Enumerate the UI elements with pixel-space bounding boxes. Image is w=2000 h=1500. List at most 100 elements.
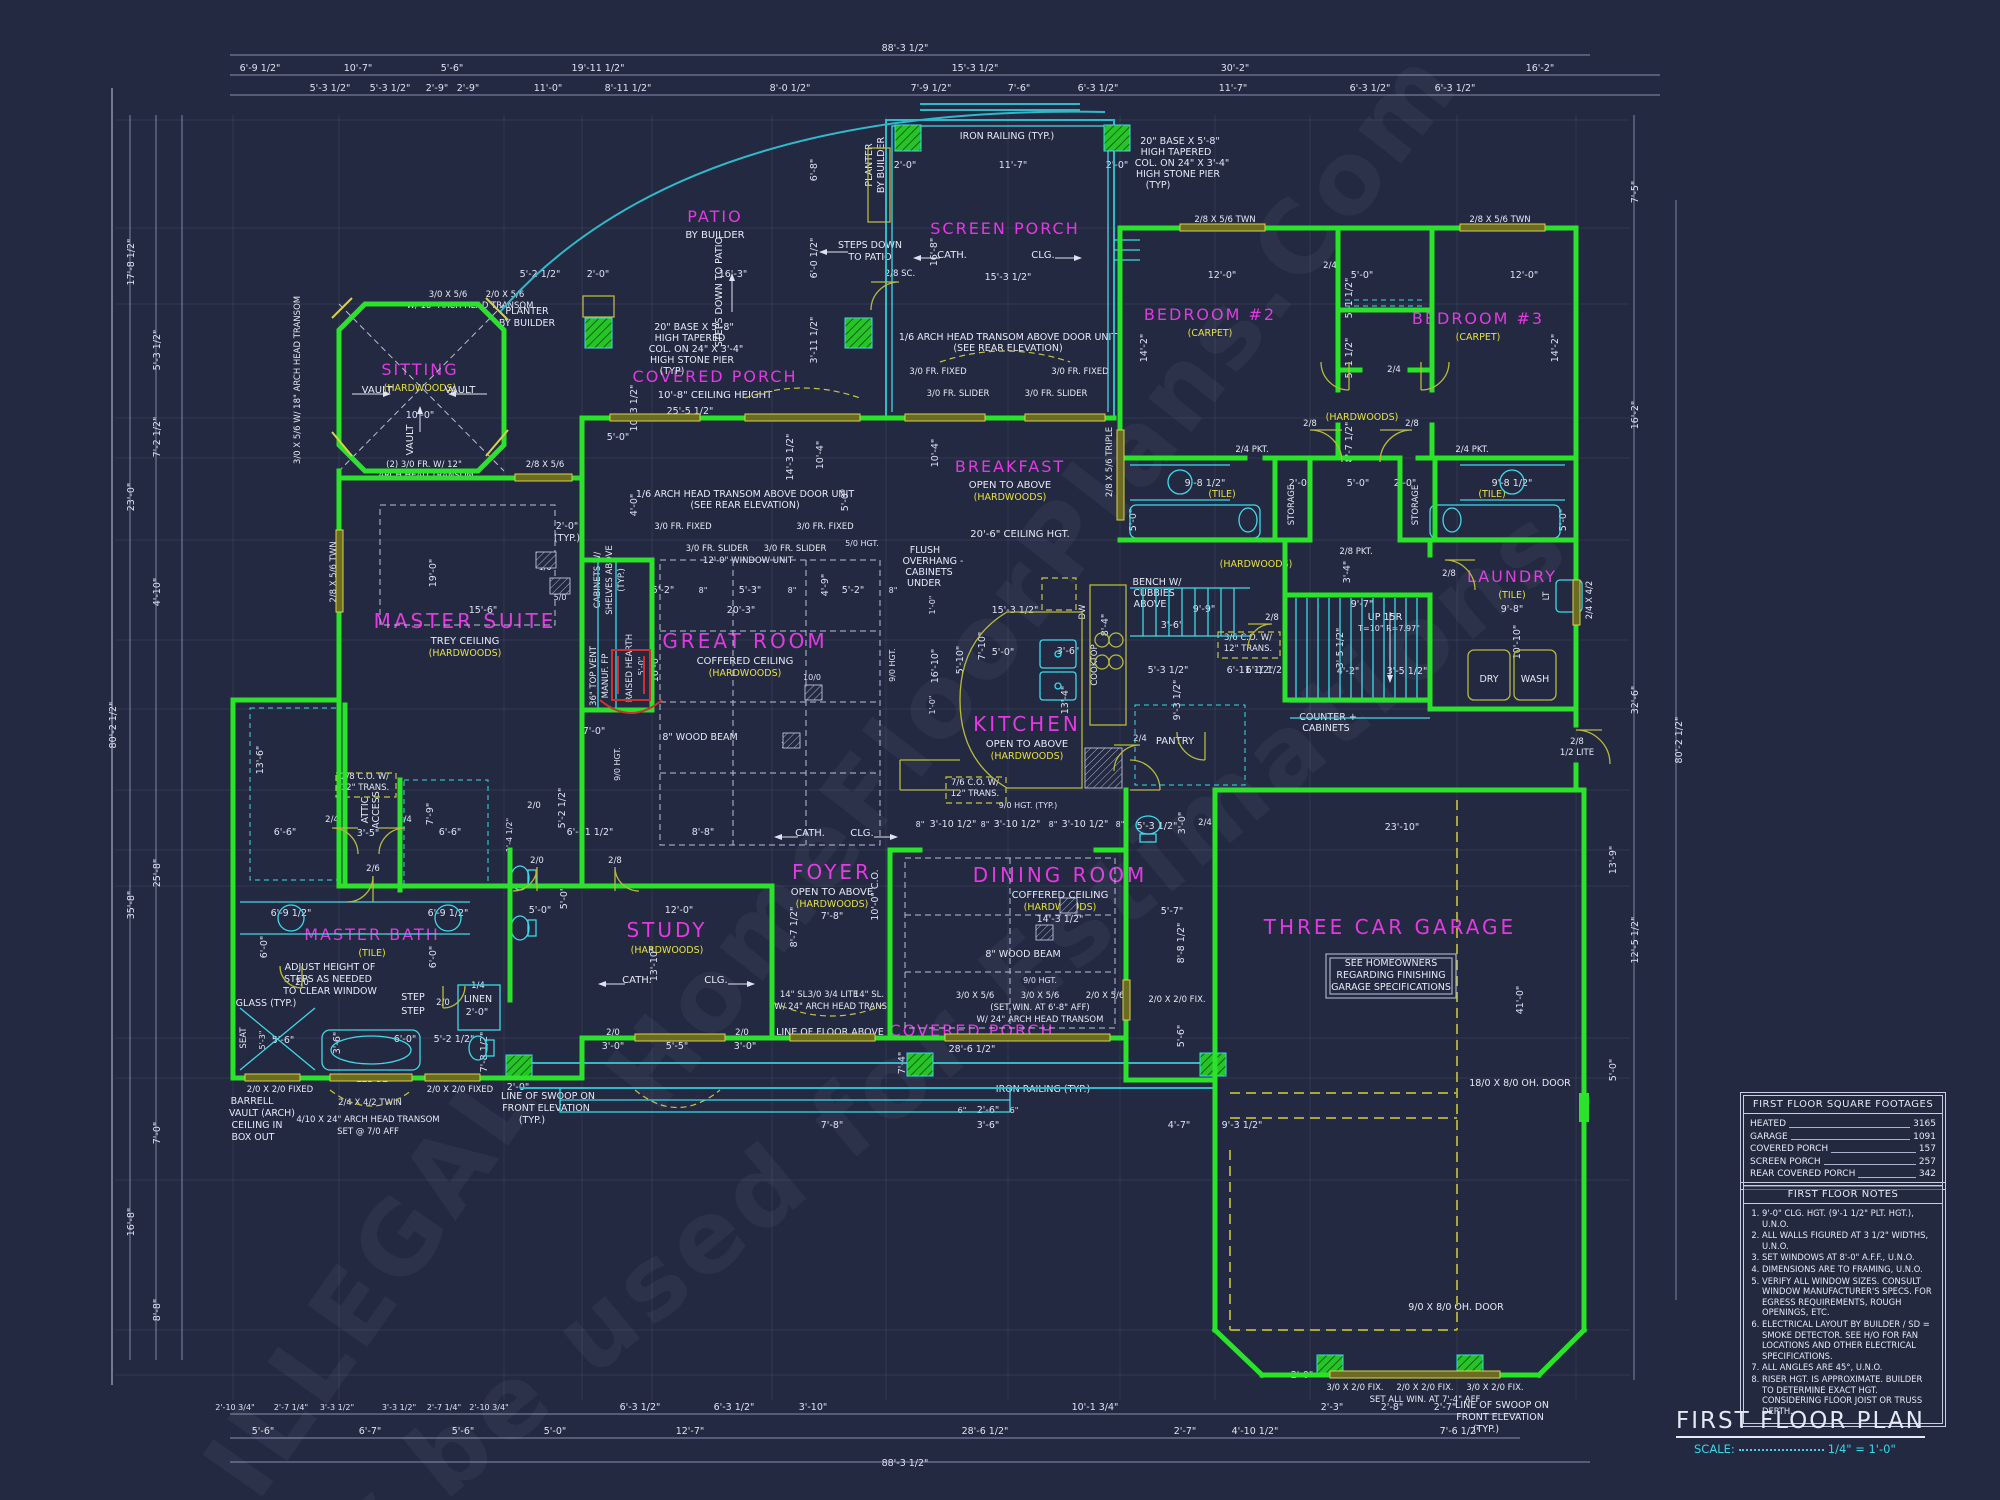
dimension-label: 8'-11 1/2" (605, 83, 652, 94)
dimension-label: 7'-6 1/2" (1440, 1426, 1481, 1437)
dimension-label: 2'-0" (466, 1007, 489, 1018)
dimension-label: 5'-1 1/2" (1344, 338, 1355, 379)
window-door-label: 12" TRANS. (951, 789, 999, 799)
dimension-label: 2'-7 1/4" (274, 1403, 308, 1412)
room-label: MASTER SUITE (374, 609, 557, 633)
annotation: 20" BASE X 5'-8" (654, 322, 734, 333)
room-label: STUDY (626, 918, 707, 942)
finish-label: (TILE) (1478, 489, 1505, 500)
dimension-label: 2'-0" (894, 160, 917, 171)
window-door-label: 3/0 FR. FIXED (909, 367, 967, 377)
annotation: LINE OF FLOOR ABOVE (776, 1027, 884, 1038)
dimension-label: 6'-7" (359, 1426, 382, 1437)
garage-oh-door (1579, 1093, 1589, 1122)
room-label: PATIO (687, 207, 742, 226)
dimension-label: 6'-3 1/2" (1435, 83, 1476, 94)
annotation: UNDER (907, 578, 941, 589)
dimension-label: 8" (889, 586, 898, 595)
window-door-label: 2/8 SC. (885, 269, 915, 279)
annotation: TO PATIO (847, 252, 891, 263)
dimension-label: 6" (958, 1106, 967, 1115)
room-label: FOYER (792, 860, 872, 884)
dimension-label: 12'-7" (676, 1426, 705, 1437)
annotation: CABINETS (1302, 723, 1349, 734)
window-door-label: 2/8 X 5/6 TWN (329, 541, 339, 602)
page-title: FIRST FLOOR PLAN (1676, 1408, 1925, 1438)
window-door-label: 2/8 X 5/6 TWN (1194, 215, 1255, 225)
finish-label: (TILE) (1498, 590, 1525, 601)
window-door-label: 1/4 (471, 981, 485, 991)
dimension-label: 5'-2 1/2" (520, 269, 561, 280)
dimension-label: 6'-9 1/2" (271, 908, 312, 919)
dimension-label: 10'-1 3/4" (1072, 1402, 1119, 1413)
annotation: PLANTER (505, 306, 549, 317)
annotation: (SEE REAR ELEVATION) (690, 500, 799, 511)
room-label: SCREEN PORCH (930, 219, 1079, 238)
annotation: HIGH TAPERED (1141, 147, 1212, 158)
room-sublabel: CATH. (937, 250, 967, 261)
dimension-label: 4'-7" (1168, 1120, 1191, 1131)
window-door-label: 36" TOP VENT (589, 645, 599, 706)
dimension-label: (TYP.) (554, 533, 580, 544)
window-door-label: 2/0 (530, 856, 544, 866)
dimension-label: 2'-9" (457, 83, 480, 94)
room-sublabel: OPEN TO ABOVE (791, 887, 873, 898)
dimension-label: 8'-8" (692, 827, 715, 838)
dimension-label: 7'-0" (152, 1122, 163, 1145)
annotation: 9/0 X 8/0 OH. DOOR (1408, 1302, 1504, 1313)
dimension-label: 28'-6 1/2" (962, 1426, 1009, 1437)
scale-label: SCALE: (1694, 1442, 1735, 1456)
window-door-label: SHELVES ABOVE (605, 545, 615, 614)
dimension-label: 12'-0" (665, 905, 694, 916)
annotation: STEP (401, 992, 425, 1003)
dimension-label: 9'-3 1/2" (1172, 680, 1183, 721)
dimension-label: 14'-2" (1550, 334, 1561, 363)
dimension-label: 4'-0" (629, 494, 640, 517)
dimension-label: 30'-2" (1221, 63, 1250, 74)
dimension-label: 5'-6" (272, 1035, 295, 1046)
dimension-label: 6'-3 1/2" (714, 1402, 755, 1413)
dimension-label: 5'-0" (544, 1426, 567, 1437)
window-door-label: 2/8 (1265, 613, 1279, 623)
dimension-label: 3'-5" (357, 828, 380, 839)
window-door-label: 2/0 X 2/0 FIXED (427, 1085, 494, 1095)
dimension-label: 14'-3 1/2" (1037, 914, 1084, 925)
annotation: CUBBIES (1133, 588, 1174, 599)
window-door-label: 2/0 X 2/0 FIXED (247, 1085, 314, 1095)
window-door-label: 2/8 (1570, 737, 1584, 747)
dimension-label: 8'-8" (152, 1299, 163, 1322)
window-door-label: 14" SL. (854, 990, 884, 1000)
dimension-label: 6'-9 1/2" (240, 63, 281, 74)
window-door-label: 3/0 FR. SLIDER (1025, 389, 1088, 399)
room-label: BEDROOM #2 (1144, 305, 1276, 324)
dimension-label: 5'-2 1/2" (434, 1034, 475, 1045)
window-door-label: 3/0 FR. SLIDER (764, 544, 827, 554)
dimension-label: 10'-4" (930, 439, 941, 468)
dimension-label: 5'-2" (652, 585, 675, 596)
annotation: CEILING IN (232, 1120, 283, 1131)
room-label: KITCHEN (973, 712, 1081, 736)
dimension-label: 5'-2" (842, 585, 865, 596)
dimension-label: 5'-6" (452, 1426, 475, 1437)
window-door-label: RAISED HEARTH (625, 634, 635, 702)
room-sublabel: OPEN TO ABOVE (969, 480, 1051, 491)
dimension-label: 32'-6" (1630, 686, 1641, 715)
dimension-label: 5'-3 1/2" (1137, 821, 1178, 832)
annotation: UP 15R (1368, 612, 1403, 623)
note-item: SET WINDOWS AT 8'-0" A.F.F., U.N.O. (1762, 1252, 1936, 1263)
finish-label: (HARDWOODS) (631, 945, 704, 956)
dimension-label: 9'-8" (1501, 604, 1524, 615)
dimension-label: 5'-3" (739, 585, 762, 596)
window-door-label: 2/6 (366, 864, 380, 874)
window-door-label: 14" SL. (780, 990, 810, 1000)
finish-label: (TILE) (1208, 489, 1235, 500)
dimension-label: 1'-0" (928, 696, 937, 715)
dimension-label: 2'-7" (1174, 1426, 1197, 1437)
window-door-label: 3/0 X 5/6 (1021, 991, 1060, 1001)
annotation: LINE OF SWOOP ON (501, 1091, 595, 1102)
dimension-label: 3'-4" (1342, 561, 1353, 584)
dimension-label: 28'-6 1/2" (949, 1044, 996, 1055)
annotation: 20" BASE X 5'-8" (1140, 136, 1220, 147)
